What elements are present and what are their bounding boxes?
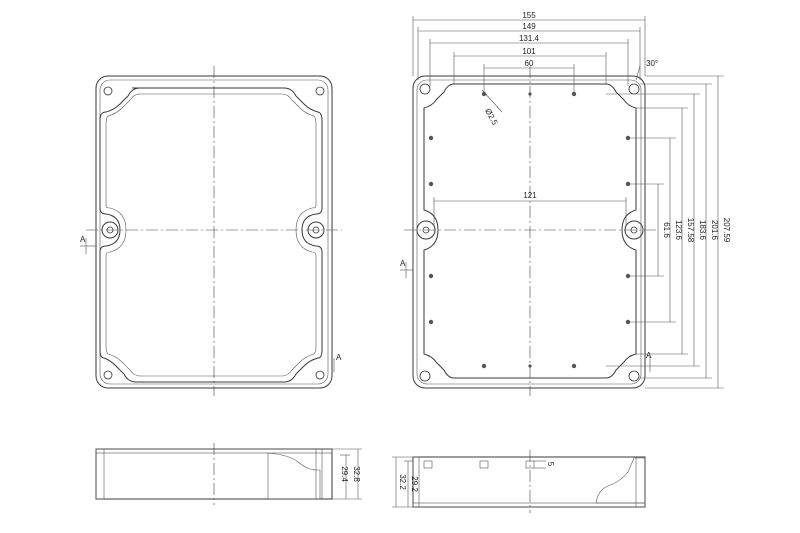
dim-60: 60 — [525, 59, 534, 68]
dim-121: 121 — [523, 191, 537, 200]
left-screw-br — [315, 370, 325, 380]
left-inner-gasket-2 — [105, 93, 317, 377]
left-screw-tl — [103, 86, 113, 96]
dim-201-6: 201.6 — [710, 220, 719, 241]
dim-angle-30: 30° — [646, 59, 658, 68]
dim-101: 101 — [522, 47, 536, 56]
right-section-height-29-2: 29.2 — [410, 476, 419, 492]
right-plan-view: 155 149 131.4 101 60 30° Ø2.5 12 — [400, 11, 731, 396]
right-section-view: 5 32.2 29.2 — [392, 450, 646, 513]
dim-131-4: 131.4 — [519, 34, 540, 43]
left-screw-tr — [315, 86, 325, 96]
right-screw-tr — [628, 83, 640, 95]
right-screw-br — [628, 370, 640, 382]
dim-157-58: 157.58 — [686, 218, 695, 243]
left-section-a-corner: A — [336, 353, 342, 362]
dim-61-6: 61.6 — [662, 222, 671, 238]
left-section-height-29-4: 29.4 — [340, 466, 349, 482]
left-section-a: A — [80, 235, 86, 244]
right-section-a-corner: A — [646, 351, 652, 360]
top-dimensions: 155 149 131.4 101 60 30° Ø2.5 12 — [412, 11, 658, 226]
right-rim-outline — [416, 79, 642, 385]
right-section-rim-5: 5 — [546, 462, 555, 467]
right-inner-cavity — [423, 83, 637, 379]
dim-hole-diameter: Ø2.5 — [483, 107, 499, 127]
right-screw-tl — [419, 83, 431, 95]
left-screw-bl — [103, 370, 113, 380]
dim-155: 155 — [522, 11, 536, 20]
dim-123-6: 123.6 — [674, 220, 683, 241]
dim-207-59: 207.59 — [722, 218, 731, 243]
left-rim-outline — [99, 79, 329, 385]
right-section-height-32-2: 32.2 — [398, 474, 407, 490]
right-outer-outline — [412, 75, 646, 389]
dim-149: 149 — [522, 22, 536, 31]
left-plan-view: A A — [80, 66, 342, 396]
right-screw-bl — [419, 370, 431, 382]
left-inner-gasket — [99, 87, 323, 383]
left-section-height-32-8: 32.8 — [352, 466, 361, 482]
pcb-mount-points — [428, 91, 631, 369]
dim-183-6: 183.6 — [698, 220, 707, 241]
right-dimensions: 61.6 123.6 157.58 183.6 201.6 207.59 — [606, 75, 731, 389]
right-section-a: A — [400, 259, 406, 268]
left-section-view: 32.8 29.4 — [95, 443, 362, 505]
